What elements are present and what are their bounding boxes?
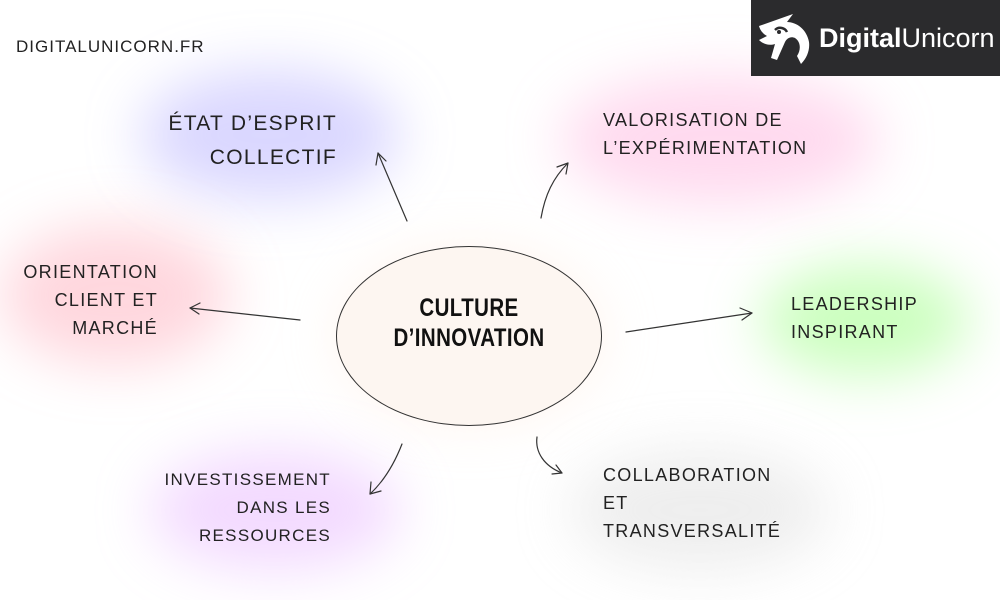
node-line: LEADERSHIP	[791, 294, 919, 314]
logo-wordmark: DigitalUnicorn	[819, 22, 995, 53]
node-line: DANS LES	[236, 498, 331, 517]
node-line: ET	[603, 493, 629, 513]
arrow-valorisation	[540, 162, 569, 219]
node-line: VALORISATION DE	[603, 110, 783, 130]
site-url: DIGITALUNICORN.FR	[16, 37, 205, 56]
center-label-line-1: CULTURE	[419, 294, 519, 322]
center-label: CULTURE D’INNOVATION	[360, 293, 578, 353]
node-line: INSPIRANT	[791, 322, 899, 342]
node-valorisation-experimentation: VALORISATION DE L’EXPÉRIMENTATION	[603, 106, 807, 162]
node-line: L’EXPÉRIMENTATION	[603, 138, 808, 158]
node-glow-collaboration	[570, 450, 830, 570]
center-ellipse	[336, 246, 602, 426]
arrow-etat	[375, 152, 408, 222]
node-line: MARCHÉ	[72, 318, 158, 338]
node-glow-valorisation	[560, 75, 880, 205]
node-line: ORIENTATION	[23, 262, 158, 282]
node-glow-investissement	[150, 450, 400, 570]
arrow-investissement	[369, 443, 403, 495]
arrow-orientation	[189, 302, 301, 321]
node-investissement-ressources: INVESTISSEMENT DANS LES RESSOURCES	[160, 466, 331, 550]
arrow-leadership	[625, 307, 753, 333]
node-line: CLIENT ET	[54, 290, 158, 310]
node-line: ÉTAT D’ESPRIT	[168, 112, 337, 135]
node-orientation-client-marche: ORIENTATION CLIENT ET MARCHÉ	[10, 258, 158, 342]
node-glow-orientation	[0, 225, 230, 365]
node-line: COLLECTIF	[209, 146, 337, 169]
center-label-line-2: D’INNOVATION	[393, 324, 545, 352]
node-line: RESSOURCES	[198, 526, 331, 545]
node-glow-leadership	[760, 265, 970, 375]
node-collaboration-transversalite: COLLABORATION ET TRANSVERSALITÉ	[603, 461, 781, 545]
node-line: TRANSVERSALITÉ	[603, 521, 782, 541]
node-etat-esprit-collectif: ÉTAT D’ESPRIT COLLECTIF	[150, 107, 337, 175]
unicorn-head-icon	[759, 14, 810, 64]
brand-logo: DigitalUnicorn	[751, 0, 1000, 76]
arrow-collaboration	[536, 436, 563, 475]
node-line: INVESTISSEMENT	[164, 470, 331, 489]
node-leadership-inspirant: LEADERSHIP INSPIRANT	[791, 290, 918, 346]
node-glow-etat	[140, 70, 400, 200]
node-line: COLLABORATION	[603, 465, 772, 485]
